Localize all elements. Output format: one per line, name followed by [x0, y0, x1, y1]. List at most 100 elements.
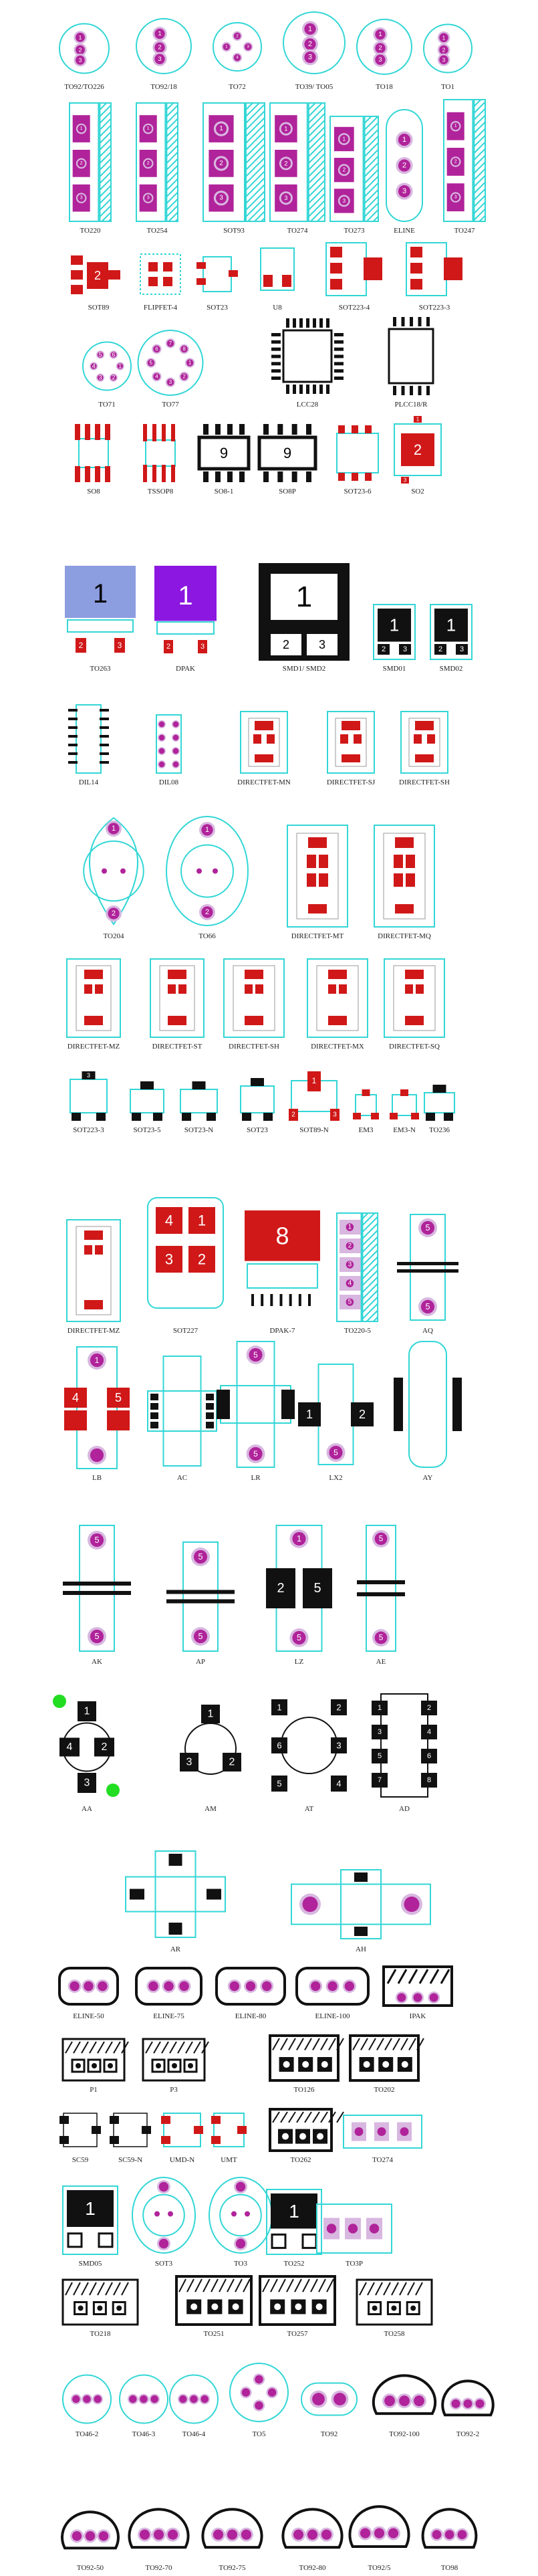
package-label: ELINE-80: [235, 2012, 267, 2020]
package-p1: P1: [60, 2036, 129, 2098]
pin-number: 1: [306, 1408, 313, 1421]
pin-number: 3: [378, 56, 382, 64]
pin-number: 3: [165, 1251, 173, 1268]
pin-number: 2: [219, 160, 223, 167]
package-label: DIRECTFET-MT: [291, 932, 344, 940]
footprint-drawing: [388, 317, 434, 395]
package-label: DIRECTFET-MZ: [67, 1327, 120, 1335]
pin-number: 1: [312, 1076, 317, 1085]
pin-number: 2: [94, 269, 101, 282]
package-directfet-mx: DIRECTFET-MX: [301, 956, 374, 1055]
footprint-drawing: [62, 2374, 112, 2424]
package-label: TO262: [290, 2156, 311, 2164]
pin-number: 2: [166, 643, 170, 651]
package-label: SOT23-6: [344, 488, 372, 496]
package-label: SOT3: [154, 2260, 173, 2268]
package-sot223-4: SOT223-4: [321, 237, 388, 316]
footprint-drawing: [316, 2204, 392, 2254]
package-label: TO204: [103, 932, 124, 940]
footprint-drawing: 55: [397, 1214, 458, 1321]
footprint-drawing: 12: [166, 816, 249, 926]
package-label: TO92/18: [150, 83, 177, 91]
pin-number: 1: [416, 417, 420, 423]
pin-number: 2: [112, 374, 115, 381]
package-to92: TO92: [297, 2371, 361, 2442]
package-label: LX2: [329, 1474, 343, 1482]
package-to46-2: TO46-2: [60, 2371, 114, 2442]
package-label: DIRECTFET-SQ: [389, 1043, 440, 1051]
footprint-drawing: [66, 1219, 121, 1322]
footprint-drawing: [135, 1967, 203, 2006]
package-sot23-5: SOT23-5: [124, 1080, 170, 1138]
package-label: TO258: [384, 2330, 405, 2338]
pin-number: 8: [182, 346, 186, 352]
package-label: AD: [399, 1805, 410, 1813]
package-label: LZ: [294, 1658, 304, 1666]
package-directfet-sq: DIRECTFET-SQ: [378, 956, 451, 1055]
package-label: TO92-70: [145, 2564, 172, 2572]
package-to126: TO126: [267, 2033, 344, 2098]
footprint-drawing: 2: [71, 255, 120, 294]
pin-number: 1: [378, 31, 382, 38]
pin-number: 1: [84, 1706, 90, 1717]
pin-number: 5: [150, 360, 153, 366]
package-directfet-st: DIRECTFET-ST: [144, 956, 211, 1055]
pin-number: 5: [425, 1302, 430, 1311]
footprint-drawing: [327, 711, 375, 774]
footprint-drawing: [150, 958, 205, 1038]
pin-number: 2: [205, 908, 209, 916]
footprint-drawing: [61, 2510, 120, 2550]
pin-number: 1: [219, 125, 223, 132]
footprint-drawing: 9: [257, 424, 317, 482]
package-to92-5: TO92/5: [344, 2494, 414, 2576]
pin-number: 8: [275, 1222, 289, 1249]
package-label: DIRECTFET-ST: [152, 1043, 203, 1051]
pin-number: 2: [79, 641, 84, 650]
package-label: AE: [376, 1658, 386, 1666]
pin-number: 4: [72, 1391, 79, 1404]
footprint-drawing: [269, 2108, 344, 2152]
package-label: TO252: [283, 2260, 305, 2268]
footprint-drawing: 55: [357, 1525, 405, 1652]
package-lcc28: LCC28: [267, 314, 348, 413]
package-so8: SO8: [67, 421, 120, 500]
footprint-drawing: [400, 711, 448, 774]
package-label: DIL14: [78, 778, 99, 786]
footprint-drawing: [348, 2505, 410, 2548]
package-em3: EM3: [348, 1087, 384, 1138]
package-label: TO3P: [345, 2260, 364, 2268]
footprint-drawing: 123: [180, 1705, 241, 1775]
package-directfet-mn: DIRECTFET-MN: [234, 709, 294, 790]
package-ac: AC: [144, 1351, 221, 1486]
package-directfet-mz: DIRECTFET-MZ: [60, 956, 127, 1055]
package-label: AK: [92, 1658, 102, 1666]
package-ar: AR: [120, 1846, 231, 1957]
package-to257: TO257: [257, 2274, 338, 2342]
footprint-drawing: [349, 2034, 424, 2082]
package-label: SMD02: [439, 665, 463, 673]
pin-number: 3: [460, 645, 464, 653]
package-label: AR: [170, 1945, 181, 1953]
pin-number: 1: [343, 136, 346, 142]
pin-number: 1: [277, 1703, 281, 1713]
pin-number: 2: [147, 161, 150, 166]
package-label: LCC28: [296, 401, 319, 409]
pin-number: 3: [343, 198, 346, 204]
